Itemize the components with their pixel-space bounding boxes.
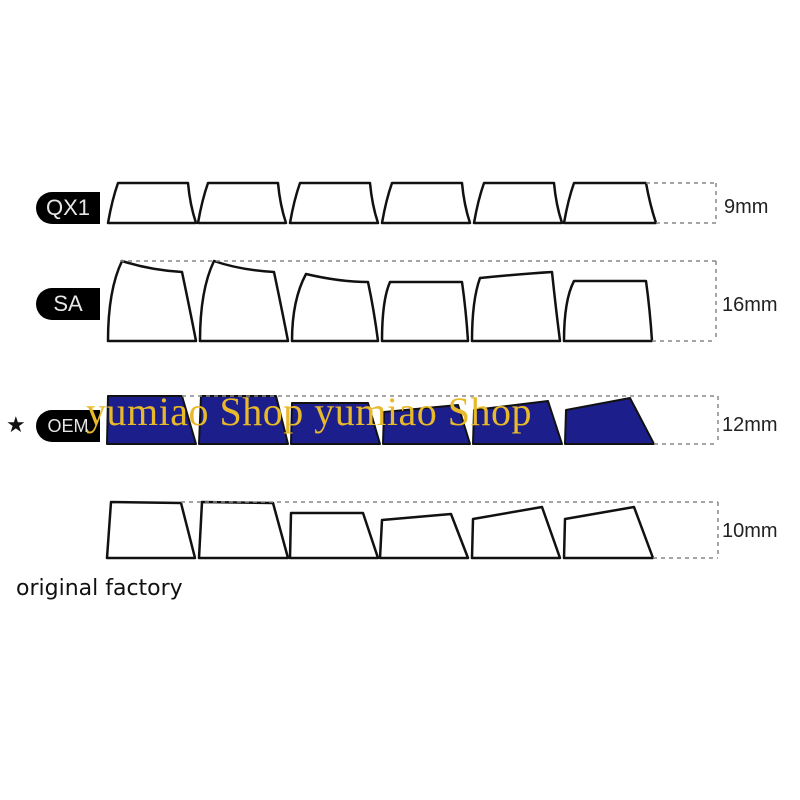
original-factory-height-guide: [181, 501, 719, 559]
sa-profile-label: SA: [36, 288, 100, 320]
star-icon: ★: [6, 412, 26, 437]
oem-height-label: 12mm: [722, 414, 778, 436]
sa-height-guide: [120, 260, 717, 342]
original-factory-row-keycaps: [105, 500, 655, 560]
qx1-label-text: QX1: [45, 195, 91, 220]
qx1-height-label: 9mm: [724, 196, 769, 218]
sa-label-text: SA: [53, 291, 83, 316]
sa-height-label: 16mm: [722, 294, 778, 316]
oem-height-guide: [182, 395, 719, 445]
sa-row-keycaps: [106, 259, 654, 343]
original-factory-height-label: 10mm: [722, 520, 778, 542]
original-factory-caption: original factory: [16, 576, 183, 601]
shop-watermark: yumiao Shop yumiao Shop: [86, 389, 532, 434]
qx1-row-keycaps: [106, 181, 658, 225]
qx1-profile-label: QX1: [36, 192, 100, 224]
oem-profile-label: OEM: [36, 410, 100, 442]
oem-label-text: OEM: [47, 415, 89, 436]
qx1-height-guide: [646, 182, 717, 224]
